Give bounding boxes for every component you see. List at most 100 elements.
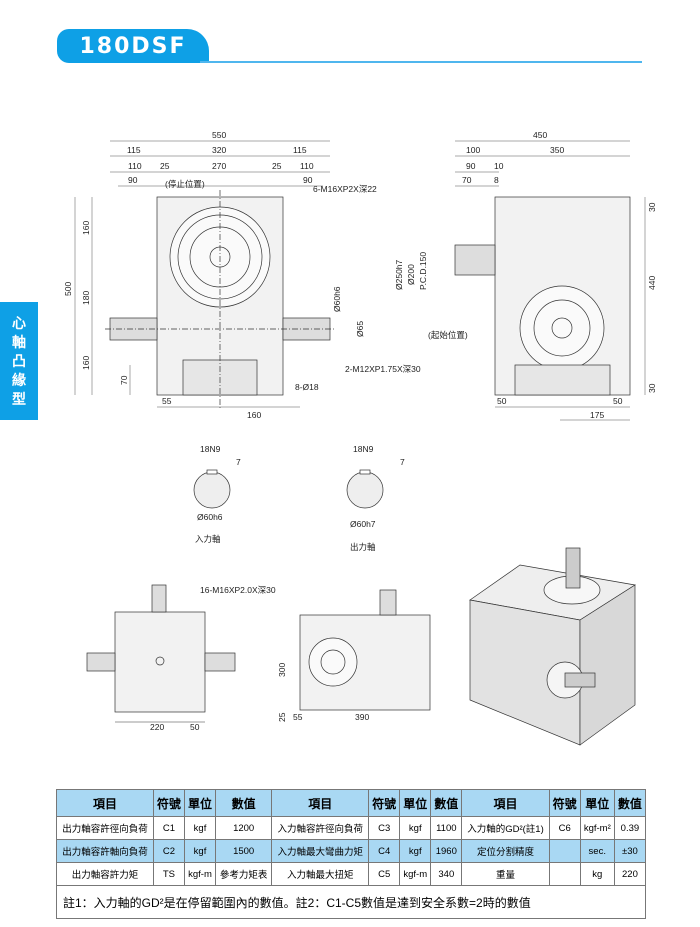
dimension-label: 70 (462, 175, 472, 185)
tab-char: 心 (12, 314, 26, 331)
dimension-label: 450 (533, 130, 547, 140)
dimension-label: 100 (466, 145, 480, 155)
cell: TS (152, 862, 185, 886)
dimension-label: Ø60h6 (332, 286, 342, 312)
cell: 0.39 (613, 816, 647, 840)
table-row: 出力軸容許軸向負荷 C2 kgf 1500 入力軸最大彎曲力矩 C4 kgf 1… (56, 839, 647, 863)
dimension-label: 出力軸 (350, 542, 376, 552)
cell: 入力軸最大扭矩 (271, 862, 370, 886)
cell: kgf-m² (579, 816, 615, 840)
table-header-row: 項目 符號 單位 數值 項目 符號 單位 數值 項目 符號 單位 數值 (56, 789, 647, 817)
dimension-label: 500 (63, 282, 73, 296)
dimension-label: 320 (212, 145, 226, 155)
dimension-label: 50 (613, 396, 623, 406)
col-header: 單位 (399, 789, 432, 817)
cell: C3 (368, 816, 401, 840)
front-view: 550 115 320 115 110 25 270 25 110 90 90 … (63, 130, 421, 420)
dimension-label: 160 (81, 356, 91, 370)
dimension-label: 90 (128, 175, 138, 185)
dimension-label: Ø250h7 (394, 259, 404, 290)
dimension-label: 440 (647, 276, 657, 290)
dimension-label: 175 (590, 410, 604, 420)
side-view: 450 100 350 90 10 70 8 Ø250h7 Ø200 P.C.D… (394, 130, 657, 421)
cell: 出力軸容許軸向負荷 (56, 839, 154, 863)
cell: kgf (183, 816, 217, 840)
cell: 入力軸最大彎曲力矩 (271, 839, 370, 863)
dimension-label: 90 (466, 161, 476, 171)
cell: kgf-m (183, 862, 217, 886)
tab-char: 凸 (12, 352, 26, 369)
dimension-label: 300 (277, 663, 287, 677)
cell: C1 (152, 816, 185, 840)
cell: sec. (579, 839, 615, 863)
dimension-label: (停止位置) (165, 179, 205, 189)
cell: 1200 (215, 816, 273, 840)
col-header: 項目 (461, 789, 550, 817)
side-category-tab: 心 軸 凸 緣 型 (0, 302, 38, 420)
dimension-label: 55 (162, 396, 172, 406)
cell: 出力軸容許徑向負荷 (56, 816, 154, 840)
dimension-label: 270 (212, 161, 226, 171)
table-note-row: 註1：入力軸的GD²是在停留範圍內的數值。註2：C1-C5數值是達到安全系數=2… (56, 885, 646, 919)
dimension-label: 30 (647, 383, 657, 393)
dimension-label: 390 (355, 712, 369, 722)
table-row: 出力軸容許徑向負荷 C1 kgf 1200 入力軸容許徑向負荷 C3 kgf 1… (56, 816, 647, 840)
col-header: 單位 (183, 789, 217, 817)
col-header: 數值 (430, 789, 463, 817)
col-header: 符號 (152, 789, 185, 817)
cell: C5 (368, 862, 401, 886)
cell: 1500 (215, 839, 273, 863)
cell: 重量 (461, 862, 550, 886)
cell: 220 (613, 862, 647, 886)
col-header: 數值 (613, 789, 647, 817)
dimension-label: 350 (550, 145, 564, 155)
dimension-label: Ø65 (355, 321, 365, 337)
cell: 1100 (430, 816, 463, 840)
tab-char: 緣 (12, 371, 26, 388)
dimension-label: 7 (400, 457, 405, 467)
dimension-label: 160 (81, 221, 91, 235)
technical-drawings: 550 115 320 115 110 25 270 25 110 90 90 … (63, 130, 657, 746)
dimension-label: 16-M16XP2.0X深30 (200, 585, 276, 595)
cell: 入力軸的GD²(註1) (461, 816, 550, 840)
cell: C4 (368, 839, 401, 863)
col-header: 數值 (215, 789, 273, 817)
input-shaft-detail: 18N9 7 Ø60h6 入力軸 (193, 444, 241, 544)
cell: kgf (399, 816, 432, 840)
cell: 1960 (430, 839, 463, 863)
cell: C6 (548, 816, 581, 840)
dimension-label: 50 (497, 396, 507, 406)
model-title: 180DSF (57, 29, 209, 63)
dimension-label: Ø60h6 (197, 512, 223, 522)
dimension-label: 25 (272, 161, 282, 171)
tab-char: 型 (12, 390, 26, 407)
dimension-label: 115 (293, 145, 307, 155)
col-header: 單位 (579, 789, 615, 817)
table-row: 出力軸容許力矩 TS kgf-m 參考力矩表 入力軸最大扭矩 C5 kgf-m … (56, 862, 647, 886)
dimension-label: 6-M16XP2X深22 (313, 184, 377, 194)
dimension-label: 8 (494, 175, 499, 185)
dimension-label: 30 (647, 202, 657, 212)
spec-table: 項目 符號 單位 數值 項目 符號 單位 數值 項目 符號 單位 數值 出力軸容… (56, 789, 647, 919)
dimension-label: 55 (293, 712, 303, 722)
cell (548, 839, 581, 863)
cell (548, 862, 581, 886)
dimension-label: 90 (303, 175, 313, 185)
dimension-label: 10 (494, 161, 504, 171)
dimension-label: 18N9 (353, 444, 374, 454)
cell: 定位分割精度 (461, 839, 550, 863)
dimension-label: Ø200 (406, 264, 416, 285)
col-header: 項目 (271, 789, 370, 817)
dimension-label: 70 (119, 375, 129, 385)
dimension-label: Ø60h7 (350, 519, 376, 529)
isometric-view (469, 547, 636, 746)
table-note: 註1：入力軸的GD²是在停留範圍內的數值。註2：C1-C5數值是達到安全系數=2… (56, 885, 646, 919)
dimension-label: 115 (127, 145, 141, 155)
dimension-label: 110 (128, 161, 142, 171)
dimension-label: 220 (150, 722, 164, 732)
dimension-label: 7 (236, 457, 241, 467)
dimension-label: 25 (160, 161, 170, 171)
dimension-label: 180 (81, 291, 91, 305)
dimension-label: 8-Ø18 (295, 382, 319, 392)
cell: C2 (152, 839, 185, 863)
